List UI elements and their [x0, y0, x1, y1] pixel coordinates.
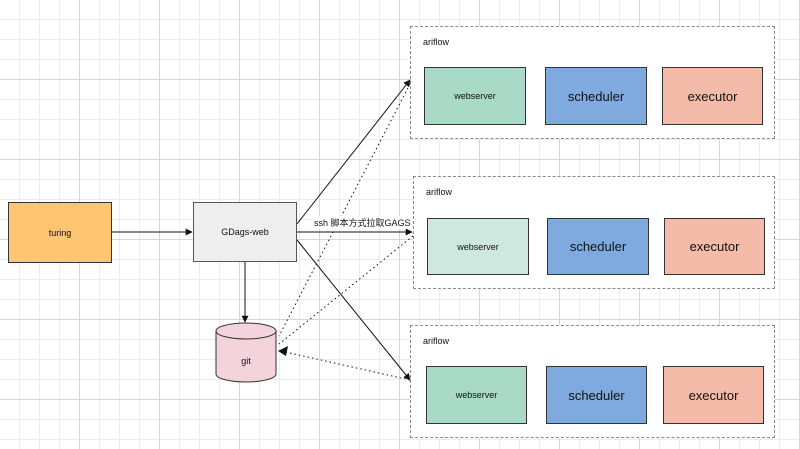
git-node[interactable]: git	[215, 322, 277, 384]
cluster-title: ariflow	[423, 336, 450, 346]
webserver-node[interactable]: webserver	[427, 218, 529, 275]
dotted-edge-cluster-3-to-git	[280, 350, 411, 381]
cylinder-body	[215, 331, 277, 383]
cluster-title: ariflow	[423, 37, 450, 47]
dotted-edge-cluster-2-to-git	[278, 235, 414, 345]
scheduler-node[interactable]: scheduler	[547, 218, 649, 275]
scheduler-node[interactable]: scheduler	[545, 67, 647, 125]
webserver-node[interactable]: webserver	[424, 67, 526, 125]
cluster-title: ariflow	[426, 187, 453, 197]
edge-gdags-to-cluster-1	[296, 79, 411, 225]
webserver-node[interactable]: webserver	[426, 366, 527, 424]
edge-gdags-to-cluster-3	[296, 239, 411, 381]
airflow-cluster-1[interactable]: ariflow webserver scheduler executor	[410, 26, 775, 139]
executor-node[interactable]: executor	[664, 218, 765, 275]
gdags-web-node[interactable]: GDags-web	[193, 202, 297, 262]
git-label: git	[241, 356, 251, 366]
airflow-cluster-2[interactable]: ariflow webserver scheduler executor	[413, 176, 775, 289]
dotted-edge-cluster-1-to-git	[278, 83, 411, 337]
ssh-edge-label: ssh 脚本方式拉取GAGS	[313, 216, 412, 229]
database-icon	[215, 322, 277, 383]
executor-node[interactable]: executor	[663, 366, 764, 424]
git-arrowhead	[278, 346, 288, 356]
turing-node[interactable]: turing	[8, 202, 112, 263]
airflow-cluster-3[interactable]: ariflow webserver scheduler executor	[410, 325, 775, 438]
executor-node[interactable]: executor	[662, 67, 763, 125]
cylinder-top	[215, 322, 277, 340]
scheduler-node[interactable]: scheduler	[546, 366, 647, 424]
